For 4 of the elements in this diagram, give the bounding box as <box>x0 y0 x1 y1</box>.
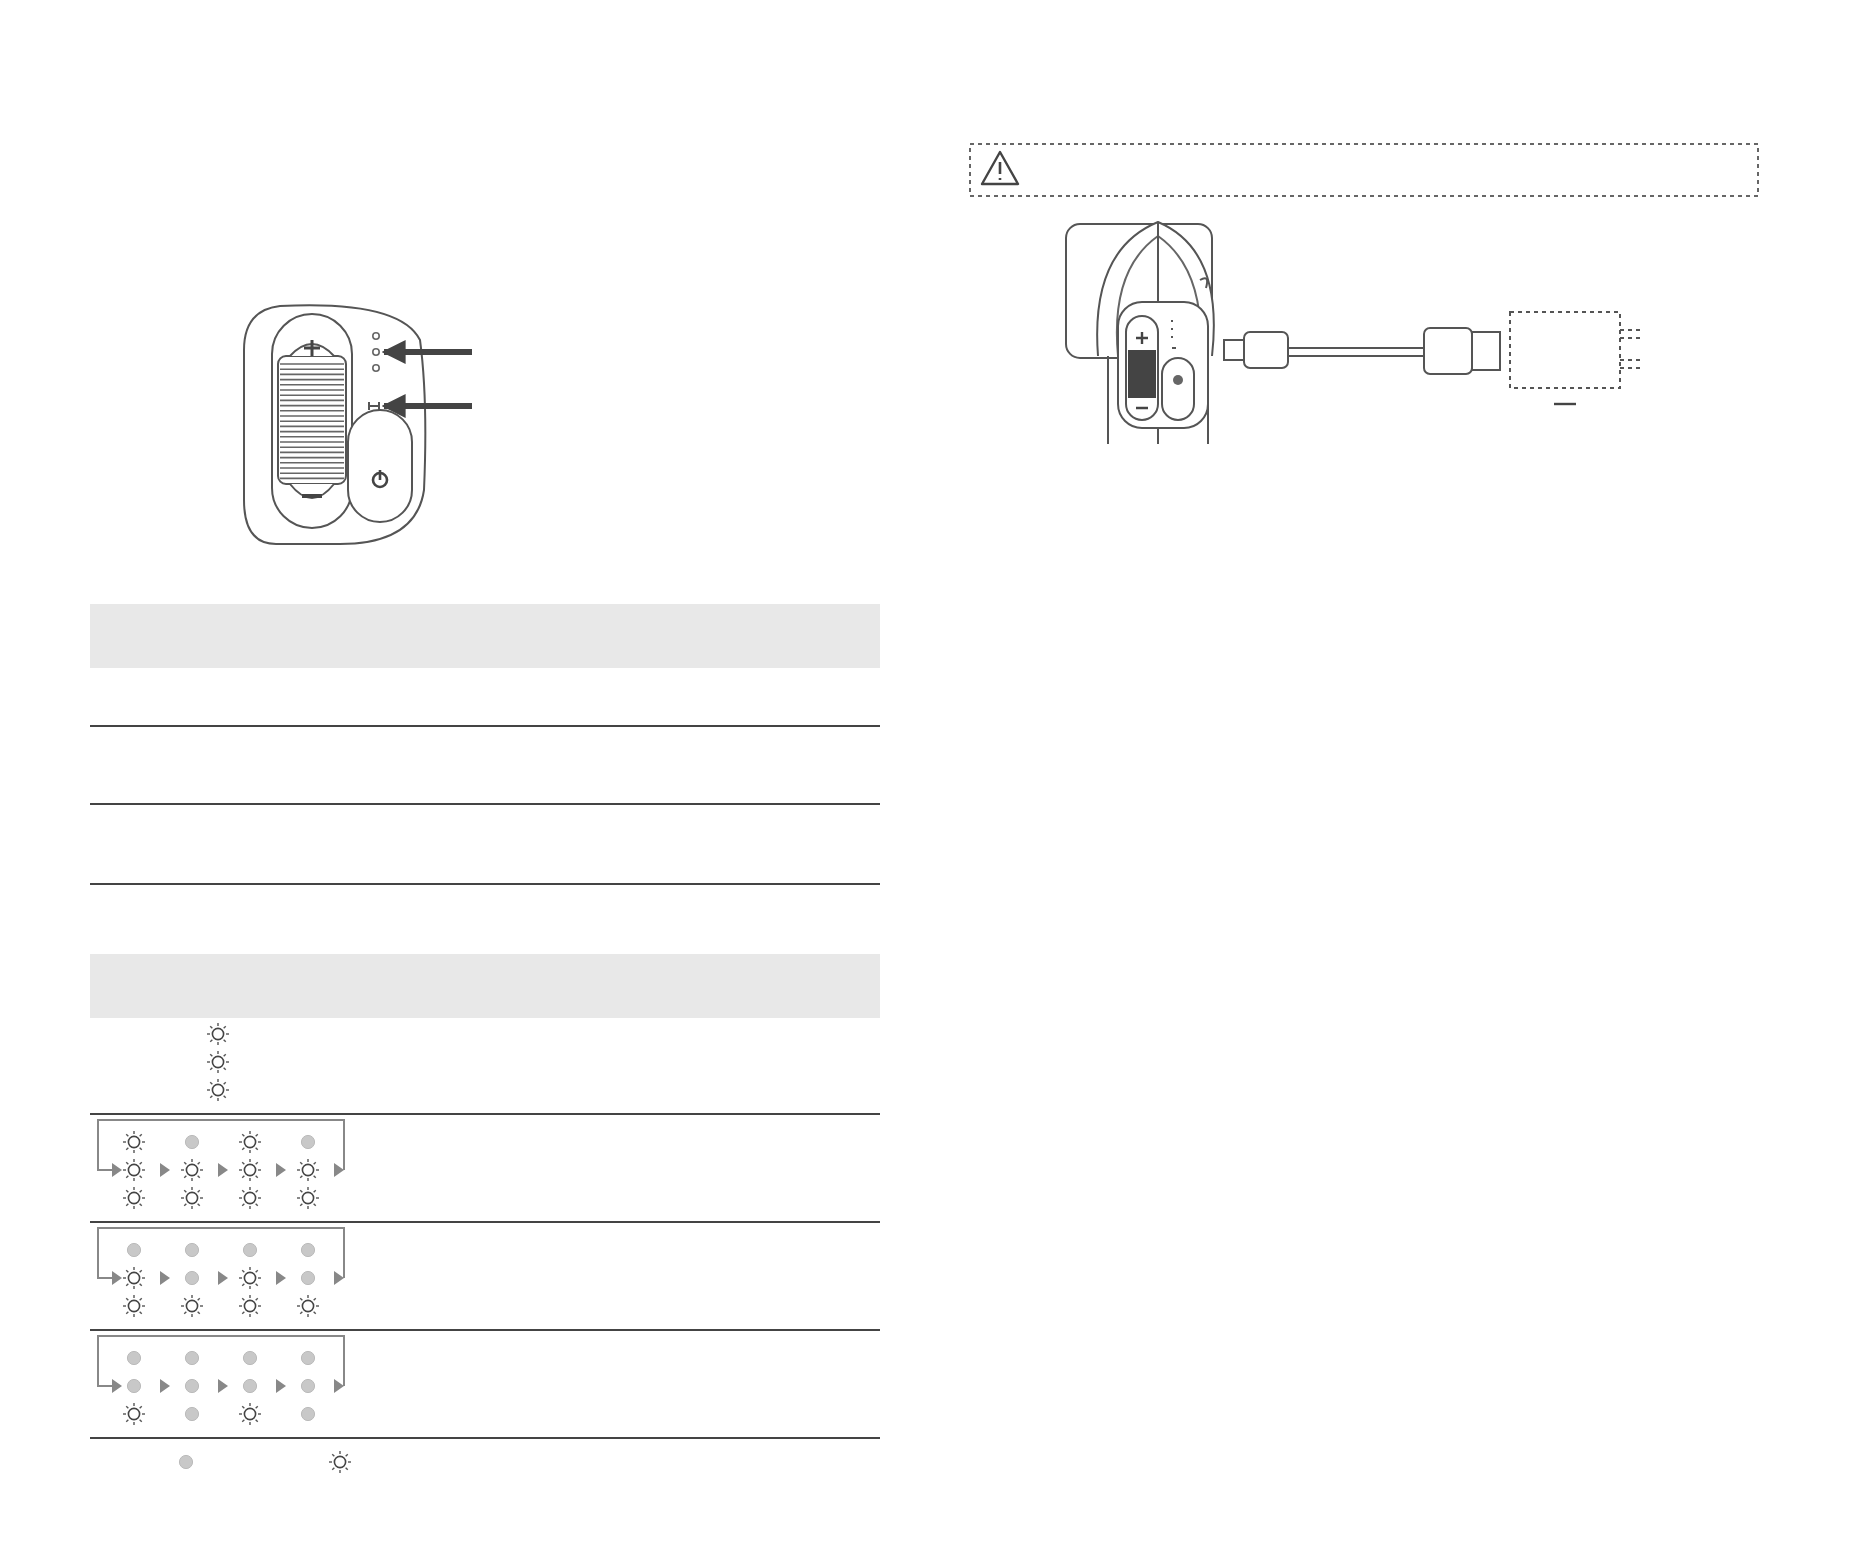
arrow <box>381 394 472 418</box>
mode-indicator <box>368 401 380 411</box>
indicator-lights <box>372 332 380 372</box>
arrow <box>381 340 472 364</box>
